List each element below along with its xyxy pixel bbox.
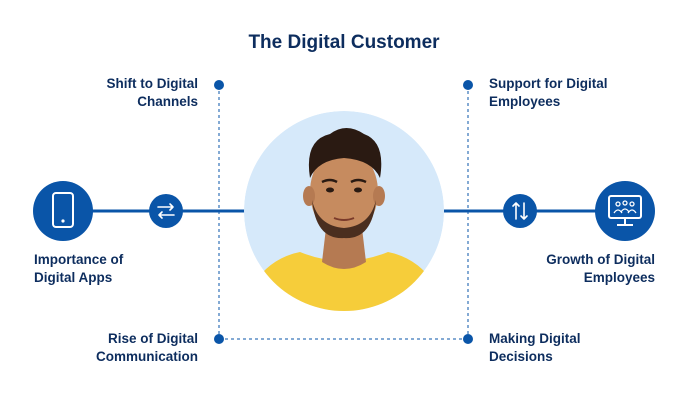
label-line: Employees [583, 270, 655, 285]
diagram-title: The Digital Customer [248, 32, 440, 53]
customer-portrait [244, 111, 444, 311]
label-line: Growth of Digital [546, 252, 655, 267]
label-line: Digital Apps [34, 270, 113, 285]
swap-vertical-arrows-icon [503, 194, 537, 228]
label-line: Support for Digital [489, 76, 608, 91]
monitor-people-icon [595, 181, 655, 241]
swap-horizontal-arrows-icon [149, 194, 183, 228]
label-line: Shift to Digital [106, 76, 199, 91]
label-line: Communication [95, 349, 198, 364]
label-support-for-digital-employees: Support for Digital Employees [489, 75, 608, 111]
label-growth-of-digital-employees: Growth of Digital Employees [546, 251, 655, 287]
label-making-digital-decisions: Making Digital Decisions [489, 330, 581, 366]
label-line: Decisions [489, 349, 553, 364]
dot-top-right [463, 80, 473, 90]
label-importance-of-digital-apps: Importance of Digital Apps [34, 251, 123, 287]
dot-bottom-left [214, 334, 224, 344]
label-line: Making Digital [489, 331, 581, 346]
label-line: Importance of [34, 252, 124, 267]
label-line: Employees [489, 94, 561, 109]
dot-top-left [214, 80, 224, 90]
dot-bottom-right [463, 334, 473, 344]
smartphone-icon [33, 181, 93, 241]
label-rise-of-digital-communication: Rise of Digital Communication [96, 330, 198, 366]
label-shift-to-digital-channels: Shift to Digital Channels [107, 75, 199, 111]
label-line: Rise of Digital [107, 331, 198, 346]
label-line: Channels [137, 94, 198, 109]
